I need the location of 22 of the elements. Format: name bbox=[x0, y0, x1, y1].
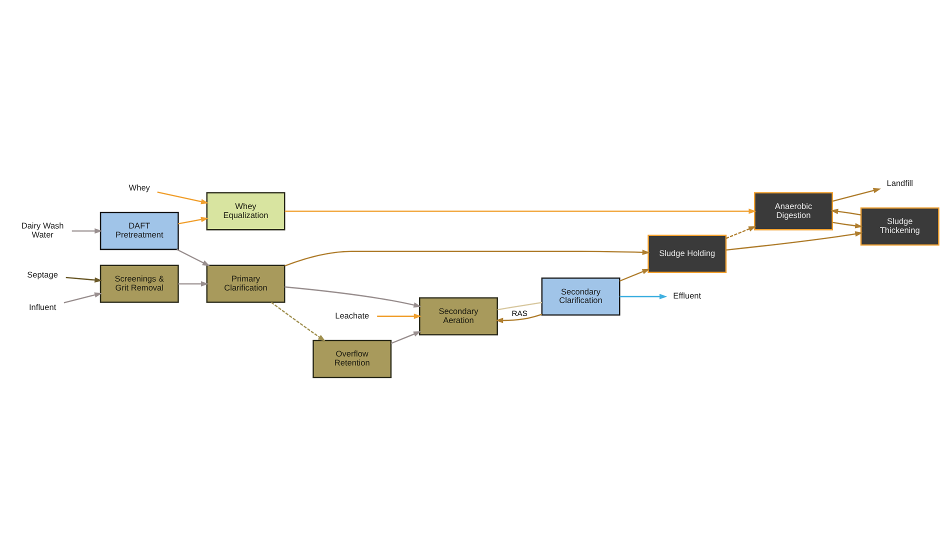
arrow bbox=[619, 293, 667, 299]
arrow bbox=[284, 286, 421, 308]
arrow bbox=[390, 330, 421, 344]
arrow bbox=[65, 276, 102, 282]
connector bbox=[497, 301, 542, 310]
arrow bbox=[830, 208, 860, 216]
arrow bbox=[156, 190, 208, 204]
arrow bbox=[832, 187, 881, 202]
arrow bbox=[494, 313, 542, 323]
arrow bbox=[71, 228, 102, 234]
arrow bbox=[725, 226, 756, 238]
arrow bbox=[726, 230, 862, 250]
arrow bbox=[376, 313, 422, 318]
arrow bbox=[618, 268, 650, 282]
arrow bbox=[284, 249, 650, 266]
arrow bbox=[284, 208, 756, 214]
arrow bbox=[270, 301, 326, 341]
arrow bbox=[178, 280, 208, 286]
arrow bbox=[176, 248, 210, 266]
arrow bbox=[178, 216, 208, 224]
arrow bbox=[832, 221, 862, 228]
arrow bbox=[63, 292, 102, 303]
